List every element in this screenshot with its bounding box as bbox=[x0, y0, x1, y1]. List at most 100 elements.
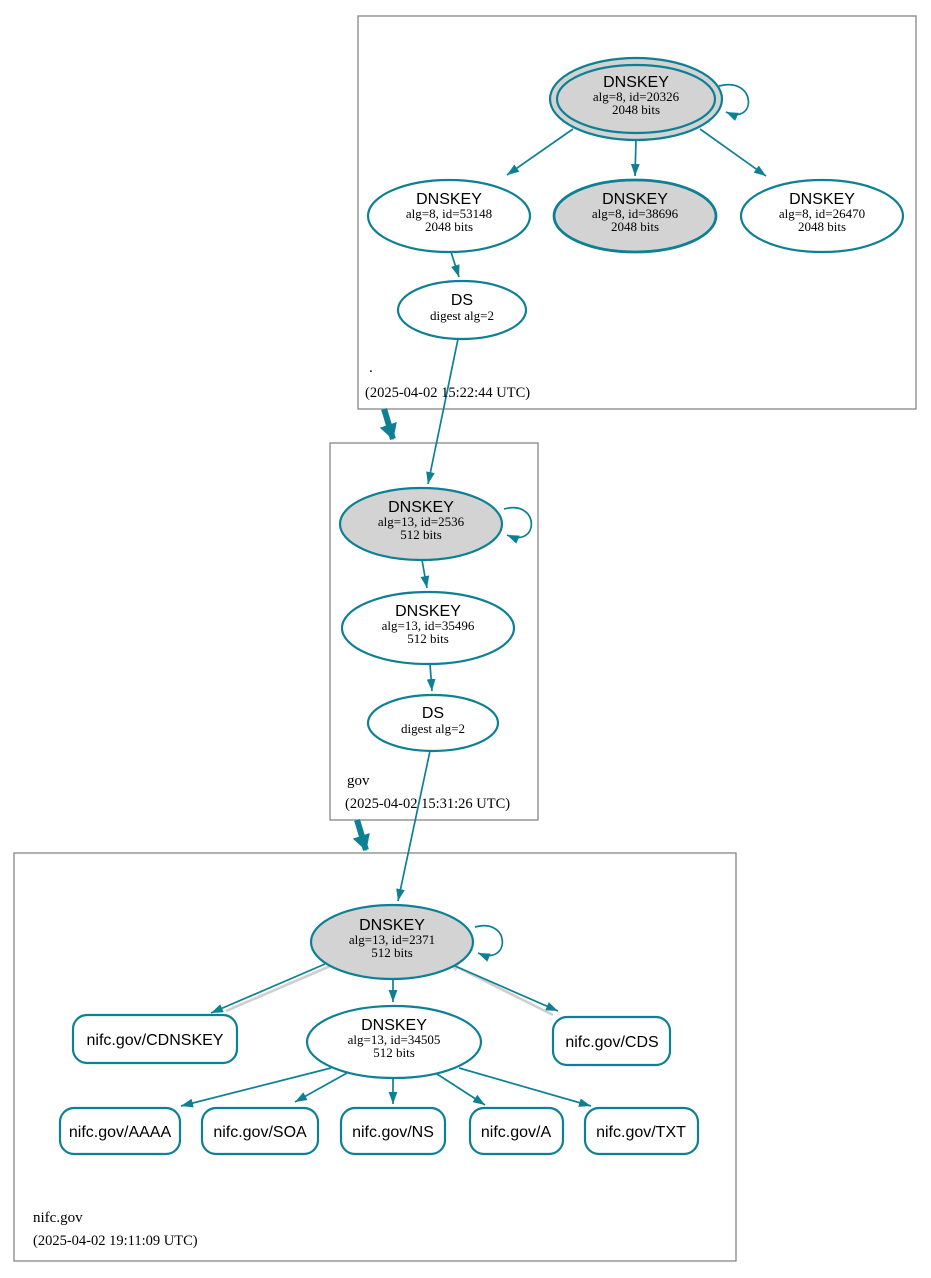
rrset-rect bbox=[58, 1106, 182, 1156]
dnskey-node-gov-zsk-35496: DNSKEY alg=13, id=35496 512 bits bbox=[340, 590, 516, 666]
zone-box-gov bbox=[329, 442, 539, 821]
ds-detail: digest alg=2 bbox=[430, 308, 494, 323]
dnskey-ellipse bbox=[552, 178, 718, 254]
rrset-label: nifc.gov/A bbox=[481, 1124, 552, 1141]
dnskey-detail-2: 2048 bits bbox=[425, 219, 473, 234]
edge-gov-zsk-to-ds bbox=[426, 663, 436, 692]
dnskey-detail-2: 2048 bits bbox=[611, 219, 659, 234]
dnskey-ellipse bbox=[366, 178, 532, 254]
zone-label-root: . bbox=[369, 360, 373, 376]
rrset-node-soa: nifc.gov/SOA bbox=[200, 1106, 320, 1156]
zone-box-nifc bbox=[13, 852, 737, 1262]
zone-box-root bbox=[357, 15, 917, 410]
edge-root-ksk-to-zsk1 bbox=[506, 128, 574, 176]
dnskey-ellipse bbox=[340, 590, 516, 666]
edge-nifc-zsk-to-aaaa bbox=[180, 1067, 332, 1108]
edge-zonecut-gov-to-nifc bbox=[352, 819, 370, 851]
dnskey-detail-2: 512 bits bbox=[407, 631, 449, 646]
dnskey-node-root-zsk-53148: DNSKEY alg=8, id=53148 2048 bits bbox=[366, 178, 532, 254]
rrset-rect bbox=[468, 1106, 565, 1156]
ds-ellipse bbox=[396, 279, 528, 341]
ds-node-gov: DS digest alg=2 bbox=[366, 693, 500, 753]
rrset-label: nifc.gov/CDNSKEY bbox=[87, 1032, 224, 1049]
dnskey-node-gov-ksk-2536: DNSKEY alg=13, id=2536 512 bits bbox=[338, 486, 504, 562]
rrset-node-aaaa: nifc.gov/AAAA bbox=[58, 1106, 182, 1156]
dnskey-detail-2: 512 bits bbox=[400, 527, 442, 542]
edge-nifc-ksk-selfloop bbox=[474, 924, 504, 962]
edge-nifc-ksk-to-cdnskey bbox=[210, 963, 326, 1014]
zone-timestamp-root: (2025-04-02 15:22:44 UTC) bbox=[365, 385, 530, 401]
ds-ellipse bbox=[366, 693, 500, 753]
dnskey-detail-1: alg=13, id=35496 bbox=[382, 618, 475, 633]
dnskey-ellipse bbox=[309, 903, 475, 981]
dnskey-ellipse bbox=[305, 1004, 483, 1080]
dnskey-ellipse-inner bbox=[555, 63, 717, 135]
rrset-rect bbox=[551, 1015, 672, 1067]
rrset-node-a: nifc.gov/A bbox=[468, 1106, 565, 1156]
dnskey-node-nifc-ksk-2371: DNSKEY alg=13, id=2371 512 bits bbox=[309, 903, 475, 981]
zone-label-gov: gov bbox=[347, 773, 370, 789]
dnskey-detail-1: alg=13, id=2536 bbox=[378, 514, 465, 529]
dnskey-detail-1: alg=8, id=20326 bbox=[593, 89, 680, 104]
dnskey-title: DNSKEY bbox=[361, 1017, 427, 1034]
dnskey-ellipse-outer bbox=[548, 56, 724, 142]
edge-root-ksk-to-zsk2 bbox=[630, 139, 640, 177]
edge-root-zsk1-to-ds bbox=[450, 251, 460, 278]
edge-gov-ksk-selfloop bbox=[503, 506, 533, 544]
dnskey-title: DNSKEY bbox=[395, 603, 461, 620]
rrset-node-txt: nifc.gov/TXT bbox=[583, 1106, 700, 1156]
rrset-label: nifc.gov/NS bbox=[352, 1124, 434, 1141]
rrset-node-cds: nifc.gov/CDS bbox=[551, 1015, 672, 1067]
rrset-label: nifc.gov/AAAA bbox=[69, 1124, 172, 1141]
dnskey-node-root-ksk-20326: DNSKEY alg=8, id=20326 2048 bits bbox=[548, 56, 724, 142]
rrset-node-ns: nifc.gov/NS bbox=[339, 1106, 447, 1156]
ds-detail: digest alg=2 bbox=[401, 721, 465, 736]
dnskey-node-nifc-zsk-34505: DNSKEY alg=13, id=34505 512 bits bbox=[305, 1004, 483, 1080]
edge-root-ksk-selfloop bbox=[718, 83, 750, 121]
rrset-label: nifc.gov/TXT bbox=[596, 1124, 686, 1141]
edge-zonecut-root-to-gov bbox=[379, 408, 397, 440]
ds-title: DS bbox=[451, 292, 473, 309]
dnskey-detail-2: 512 bits bbox=[371, 945, 413, 960]
dnskey-node-root-zsk-38696: DNSKEY alg=8, id=38696 2048 bits bbox=[552, 178, 718, 254]
rrset-rect bbox=[71, 1013, 239, 1065]
edge-nifc-zsk-to-soa bbox=[294, 1072, 348, 1103]
edge-gov-ds-to-nifc-ksk bbox=[396, 750, 431, 902]
edge-nifc-zsk-to-a bbox=[436, 1073, 486, 1106]
dnskey-detail-1: alg=8, id=38696 bbox=[592, 206, 679, 221]
edge-nifc-ksk-to-cds bbox=[454, 965, 559, 1012]
dnskey-detail-1: alg=8, id=26470 bbox=[779, 206, 865, 221]
rrset-label: nifc.gov/CDS bbox=[565, 1034, 658, 1051]
dnskey-detail-1: alg=13, id=34505 bbox=[348, 1032, 441, 1047]
edge-root-ds-to-gov-ksk bbox=[426, 338, 459, 485]
dnskey-detail-2: 2048 bits bbox=[798, 219, 846, 234]
rrset-rect bbox=[583, 1106, 700, 1156]
edge-nifc-zsk-to-txt bbox=[458, 1067, 592, 1107]
rrset-label: nifc.gov/SOA bbox=[213, 1124, 307, 1141]
ds-title: DS bbox=[422, 705, 444, 722]
zone-timestamp-nifc: (2025-04-02 19:11:09 UTC) bbox=[33, 1233, 198, 1249]
dnskey-node-root-zsk-26470: DNSKEY alg=8, id=26470 2048 bits bbox=[739, 178, 905, 254]
rrset-rect bbox=[200, 1106, 320, 1156]
dnskey-title: DNSKEY bbox=[603, 74, 669, 91]
dnskey-ellipse bbox=[739, 178, 905, 254]
edge-gov-ksk-to-zsk bbox=[420, 559, 430, 589]
dnskey-detail-2: 2048 bits bbox=[612, 102, 660, 117]
dnskey-detail-1: alg=13, id=2371 bbox=[349, 932, 435, 947]
rrset-node-cdnskey: nifc.gov/CDNSKEY bbox=[71, 1013, 239, 1065]
dnskey-title: DNSKEY bbox=[388, 499, 454, 516]
edge-root-ksk-to-zsk3 bbox=[699, 128, 767, 177]
ds-node-root: DS digest alg=2 bbox=[396, 279, 528, 341]
dnskey-ellipse bbox=[338, 486, 504, 562]
dnskey-title: DNSKEY bbox=[789, 191, 855, 208]
dnskey-title: DNSKEY bbox=[359, 917, 425, 934]
dnskey-title: DNSKEY bbox=[602, 191, 668, 208]
zone-label-nifc: nifc.gov bbox=[33, 1210, 83, 1226]
zone-timestamp-gov: (2025-04-02 15:31:26 UTC) bbox=[345, 796, 510, 812]
rrset-rect bbox=[339, 1106, 447, 1156]
edge-cdnskey-to-nifc-ksk bbox=[225, 959, 343, 1013]
dnskey-title: DNSKEY bbox=[416, 191, 482, 208]
dnskey-detail-2: 512 bits bbox=[373, 1045, 415, 1060]
